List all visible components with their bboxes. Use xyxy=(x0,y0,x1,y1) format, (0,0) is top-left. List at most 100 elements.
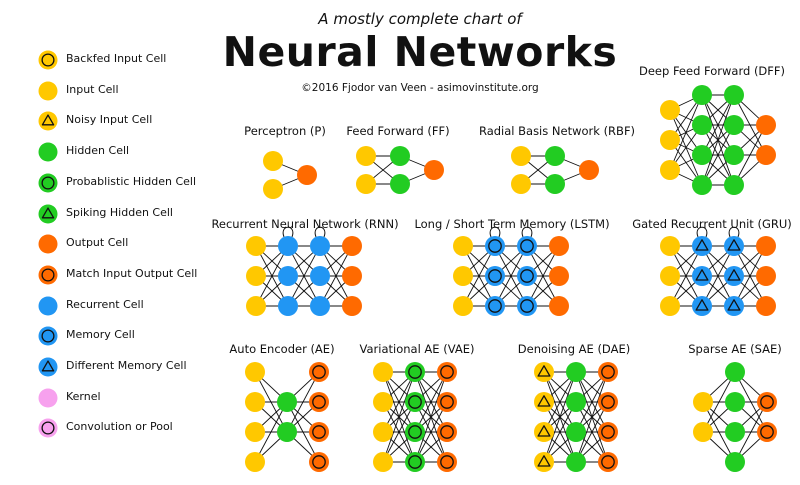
network-edge xyxy=(734,401,768,463)
network-label: Variational AE (VAE) xyxy=(359,342,475,356)
network-cell xyxy=(566,452,586,472)
network-cell xyxy=(485,296,505,316)
network-cell xyxy=(757,422,777,442)
network-edge xyxy=(382,371,416,433)
network-cell xyxy=(598,452,618,472)
network-cell xyxy=(245,392,265,412)
network-cell xyxy=(390,146,410,166)
backfed-input-cell-icon xyxy=(38,50,58,70)
network-cell xyxy=(356,146,376,166)
recurrent-loop xyxy=(521,226,533,238)
legend-item: Input Cell xyxy=(38,81,228,101)
network-cell xyxy=(660,296,680,316)
spiking-hidden-cell-icon xyxy=(38,204,58,223)
network-edges xyxy=(543,371,609,463)
noisy-input-cell-icon xyxy=(38,111,58,131)
probabilistic-hidden-cell-icon xyxy=(38,173,58,193)
network-cell xyxy=(724,115,744,135)
network-cell xyxy=(263,151,283,171)
network-cell xyxy=(549,236,569,256)
legend-item: Kernel xyxy=(38,388,228,408)
legend-label: Different Memory Cell xyxy=(66,359,187,372)
network-cell xyxy=(692,296,712,316)
legend-label: Spiking Hidden Cell xyxy=(66,205,173,219)
network-cell xyxy=(356,174,376,194)
network-cell xyxy=(517,296,537,316)
network-edge xyxy=(701,245,735,307)
network-cell xyxy=(309,362,329,382)
network-cell xyxy=(437,422,457,442)
network-cell xyxy=(660,236,680,256)
network-cell xyxy=(246,296,266,316)
network-cell xyxy=(545,174,565,194)
network-diagram xyxy=(660,226,776,316)
network-cell xyxy=(437,452,457,472)
network-cell xyxy=(278,236,298,256)
network-cell xyxy=(405,422,425,442)
network-cell xyxy=(246,266,266,286)
legend-item: Noisy Input Cell xyxy=(38,111,228,131)
legend-label: Probablistic Hidden Cell xyxy=(66,174,197,188)
network-diagram xyxy=(511,146,599,194)
network-cell xyxy=(660,130,680,150)
network-cell xyxy=(724,266,744,286)
input-cell-icon xyxy=(38,81,58,101)
legend-label: Recurrent Cell xyxy=(66,297,144,311)
network-diagram xyxy=(373,362,457,472)
network-cell xyxy=(692,236,712,256)
network-edge xyxy=(414,401,448,463)
network-cell xyxy=(453,266,473,286)
match-input-output-cell-icon xyxy=(38,265,58,285)
network-edges xyxy=(382,371,448,463)
network-cell xyxy=(725,452,745,472)
network-edge xyxy=(494,245,528,307)
network-cell xyxy=(545,146,565,166)
network-cell xyxy=(245,422,265,442)
legend-label: Input Cell xyxy=(66,82,119,96)
network-cell xyxy=(405,392,425,412)
network-cell xyxy=(534,392,554,412)
network-diagram xyxy=(245,362,329,472)
network-edge xyxy=(286,371,320,433)
legend-item: Memory Cell xyxy=(38,326,228,346)
network-cell xyxy=(405,452,425,472)
input-cell-icon xyxy=(38,81,58,101)
network-label: Deep Feed Forward (DFF) xyxy=(638,64,785,78)
convolution-or-pool-icon xyxy=(38,418,58,438)
network-edge xyxy=(701,94,735,156)
network-cell xyxy=(309,452,329,472)
network-label: Sparse AE (SAE) xyxy=(688,342,782,356)
legend-label: Noisy Input Cell xyxy=(66,113,153,127)
network-label: Recurrent Neural Network (RNN) xyxy=(211,217,399,231)
network-label: Long / Short Term Memory (LSTM) xyxy=(414,217,610,231)
network-cell xyxy=(725,422,745,442)
network-edge xyxy=(733,124,767,186)
network-edge xyxy=(414,371,448,463)
network-edge xyxy=(382,401,416,463)
legend-label: Match Input Output Cell xyxy=(66,266,198,280)
network-cell xyxy=(437,362,457,382)
network-cell xyxy=(724,145,744,165)
chart-title: Neural Networks xyxy=(222,28,618,76)
network-cell xyxy=(756,236,776,256)
network-cell xyxy=(245,452,265,472)
legend-item: Hidden Cell xyxy=(38,142,228,162)
network-edge xyxy=(319,245,353,307)
network-edge xyxy=(575,371,609,433)
spiking-hidden-cell-icon xyxy=(38,204,58,223)
network-edge xyxy=(543,371,577,433)
probabilistic-hidden-cell-icon xyxy=(38,173,58,193)
network-cell xyxy=(534,422,554,442)
legend-label: Output Cell xyxy=(66,236,129,250)
network-edges xyxy=(254,371,320,463)
network-cell xyxy=(693,392,713,412)
network-cell xyxy=(660,266,680,286)
network-cell xyxy=(405,362,425,382)
network-cell xyxy=(598,362,618,382)
network-cell xyxy=(692,266,712,286)
network-cell xyxy=(453,296,473,316)
recurrent-cell-icon xyxy=(38,296,58,316)
network-cell xyxy=(692,175,712,195)
network-cell xyxy=(549,296,569,316)
